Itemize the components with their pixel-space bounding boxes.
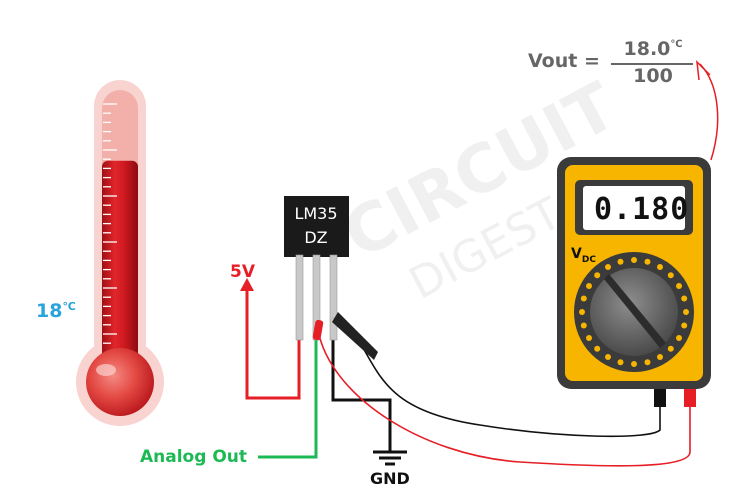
dial-marker [617,258,624,265]
dial-marker [631,257,637,263]
lm35-sensor [284,196,349,341]
dial-marker [657,264,663,270]
lm35-lead-left [295,254,304,341]
sensor-part-line2: DZ [304,228,328,247]
dial-marker [594,345,601,352]
dial-marker [676,335,682,341]
multimeter-display [583,186,685,230]
lm35-body [284,196,349,257]
dial-marker [579,309,585,315]
dial-marker [644,359,651,366]
dial-marker [586,283,592,289]
dial-marker [605,264,611,270]
equation-numerator: 18.0℃ [618,38,688,60]
multimeter-knob-pointer [604,274,666,348]
dial-marker [617,359,624,366]
analog-out-label: Analog Out [140,447,248,467]
ground-label: GND [370,469,410,488]
multimeter-jack-red [684,389,696,407]
dial-marker [681,295,688,302]
supply-label: 5V [230,262,255,282]
dial-marker [681,322,688,329]
dial-marker [594,272,601,279]
annotation-arrow-head-icon [696,59,711,81]
ground-wire [331,336,392,452]
temperature-value: 18 [36,300,63,322]
multimeter-mode-label: VDC [571,246,596,265]
annotation-arrow [699,63,719,161]
equation-equals: = [583,50,600,72]
thermometer-mercury-column [102,160,138,366]
equation-denominator: 100 [633,65,673,87]
equation-numerator-value: 18.0 [623,38,671,60]
thermometer-scale-ticks [103,103,117,344]
dial-marker [586,335,592,341]
thermometer-bulb-highlight [96,364,116,376]
lm35-lead-middle [312,254,321,341]
multimeter-mode-main: V [571,246,582,262]
thermometer-mercury-bulb [86,348,154,416]
red-probe-cable [317,329,691,467]
dial-marker [580,322,587,329]
dial-marker [580,295,587,302]
red-probe [312,319,324,341]
multimeter-mode-sub: DC [581,254,596,265]
supply-arrow-icon [240,278,254,291]
multimeter-reading: 0.180 [594,192,690,227]
equation-lhs-text: Vout [528,50,578,72]
lm35-lead-right [329,254,338,341]
multimeter-jack-black [654,389,666,407]
analog-out-wire [258,336,318,459]
dial-marker [667,345,674,352]
black-probe [330,312,378,360]
ground-symbol-icon [373,450,407,466]
dial-marker [644,258,651,265]
temperature-label: 18℃ [36,300,76,322]
multimeter-dial-markers [579,257,689,367]
dial-marker [631,361,637,367]
dial-marker [605,354,611,360]
dial-marker [683,309,689,315]
dial-marker [676,283,682,289]
sensor-part-line1: LM35 [294,204,338,223]
equation-lhs: Vout = [528,50,600,72]
dial-marker [657,354,663,360]
thermometer [76,80,164,426]
multimeter [557,157,711,407]
dial-marker [667,272,674,279]
temperature-unit: ℃ [62,300,76,313]
equation-numerator-unit: ℃ [670,39,683,50]
black-probe-cable [351,329,661,438]
